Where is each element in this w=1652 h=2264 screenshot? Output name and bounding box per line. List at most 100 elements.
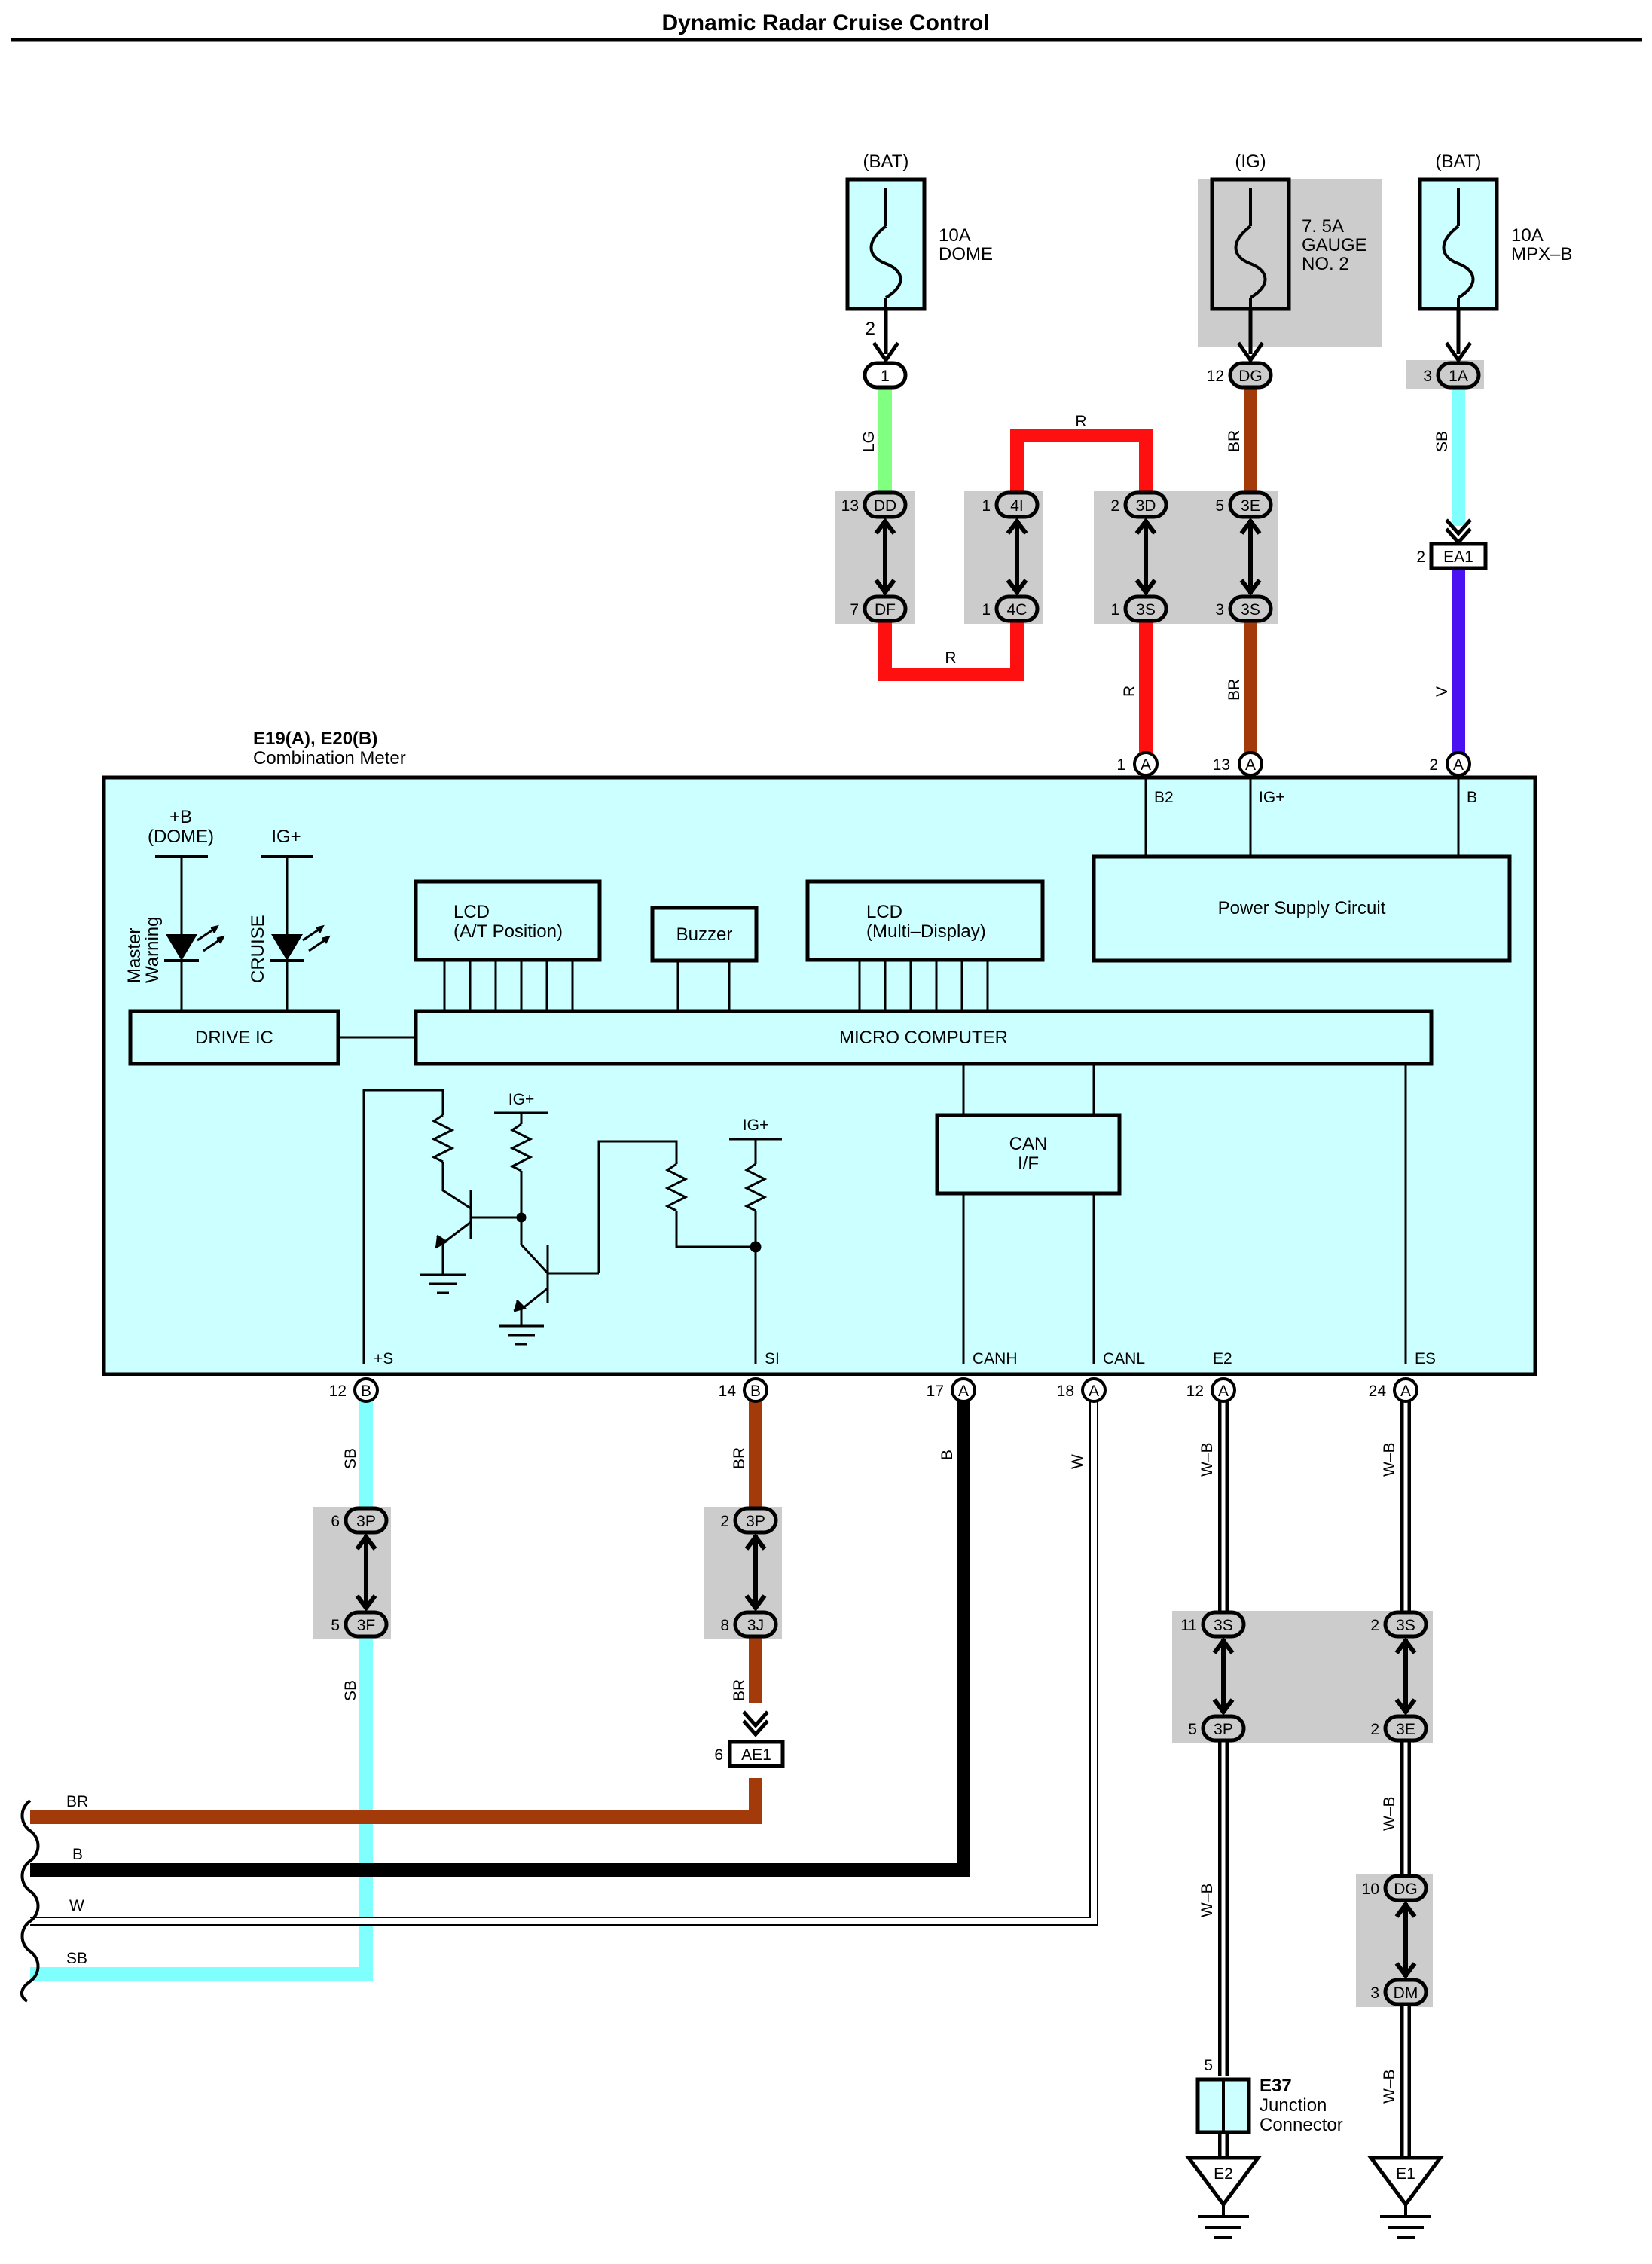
- fuse-mpxb-name: MPX–B: [1511, 244, 1572, 264]
- svg-text:DD: DD: [874, 497, 896, 515]
- svg-text:3E: 3E: [1396, 1721, 1415, 1738]
- lcd-md-label: LCD: [866, 902, 902, 922]
- svg-text:SB: SB: [66, 1950, 87, 1967]
- page-title: Dynamic Radar Cruise Control: [661, 11, 989, 35]
- svg-text:BR: BR: [1226, 679, 1243, 701]
- svg-text:Master: Master: [124, 928, 145, 983]
- svg-text:18: 18: [1057, 1383, 1074, 1400]
- svg-text:E2: E2: [1214, 2165, 1233, 2183]
- svg-text:A: A: [1089, 1383, 1099, 1400]
- connector-4c: 4C 1: [982, 594, 1040, 623]
- connector-3p-c: 3P 5: [1188, 1714, 1246, 1743]
- svg-text:W–B: W–B: [1381, 1442, 1398, 1477]
- svg-text:B: B: [1467, 789, 1477, 806]
- fuse-mpxb: (BAT) 10A MPX–B: [1418, 151, 1572, 364]
- fuse-dome-name: DOME: [939, 244, 993, 264]
- svg-text:3S: 3S: [1136, 601, 1156, 619]
- svg-text:E2: E2: [1213, 1350, 1232, 1367]
- junction-connector-e37: 5 E37 Junction Connector: [1195, 2057, 1343, 2135]
- svg-text:DM: DM: [1394, 1984, 1418, 2002]
- svg-text:3E: 3E: [1241, 497, 1260, 515]
- fuse-gauge-rating: 7. 5A: [1302, 216, 1344, 237]
- svg-text:+S: +S: [374, 1350, 393, 1367]
- led-cruise: IG+ CRUISE: [248, 826, 331, 1011]
- svg-text:E1: E1: [1396, 2165, 1415, 2183]
- svg-text:1: 1: [982, 601, 991, 619]
- svg-text:1A: 1A: [1449, 368, 1468, 385]
- fuse-gauge-name: GAUGE: [1302, 235, 1367, 255]
- svg-text:ES: ES: [1415, 1350, 1436, 1367]
- svg-text:A: A: [1141, 756, 1151, 774]
- svg-text:6: 6: [331, 1513, 340, 1530]
- lcd-md-sub: (Multi–Display): [866, 921, 986, 942]
- svg-text:A: A: [1453, 756, 1464, 774]
- connector-3e-top: 3E 5: [1215, 490, 1273, 519]
- svg-text:IG+: IG+: [743, 1117, 768, 1134]
- svg-text:3: 3: [1423, 368, 1432, 385]
- svg-text:W–B: W–B: [1199, 1883, 1216, 1917]
- lcd-at-label: LCD: [453, 902, 490, 922]
- svg-text:1: 1: [881, 368, 890, 385]
- svg-text:BR: BR: [731, 1447, 748, 1469]
- svg-text:R: R: [1075, 413, 1086, 430]
- svg-text:5: 5: [331, 1617, 340, 1634]
- svg-text:IG+: IG+: [1259, 789, 1284, 806]
- svg-text:13: 13: [1213, 756, 1230, 774]
- connector-3s-a: 3S 1: [1110, 594, 1168, 623]
- svg-text:CANL: CANL: [1103, 1350, 1145, 1367]
- svg-text:A: A: [1245, 756, 1256, 774]
- fuse-gauge-name2: NO. 2: [1302, 254, 1349, 274]
- fuse-dome-source: (BAT): [863, 151, 909, 172]
- svg-text:2: 2: [1370, 1617, 1379, 1634]
- svg-text:3F: 3F: [357, 1617, 376, 1634]
- connector-3s-d: 3S 2: [1370, 1610, 1428, 1639]
- svg-text:LG: LG: [860, 431, 878, 452]
- svg-text:3P: 3P: [1214, 1721, 1233, 1738]
- svg-text:DG: DG: [1394, 1881, 1418, 1898]
- svg-text:CRUISE: CRUISE: [248, 915, 268, 983]
- svg-text:B: B: [72, 1846, 83, 1863]
- svg-text:3P: 3P: [356, 1513, 376, 1530]
- svg-text:IG+: IG+: [508, 1091, 534, 1108]
- svg-text:W–B: W–B: [1199, 1442, 1216, 1477]
- connector-3d: 3D 2: [1110, 490, 1168, 519]
- connector-3p-a: 3P 6: [331, 1506, 389, 1535]
- svg-text:8: 8: [720, 1617, 729, 1634]
- svg-text:(DOME): (DOME): [148, 826, 214, 847]
- buzzer: Buzzer: [676, 924, 733, 945]
- fuse-gauge-source: (IG): [1235, 151, 1266, 172]
- svg-text:W–B: W–B: [1381, 2069, 1398, 2104]
- connector-3s-b: 3S 3: [1215, 594, 1273, 623]
- svg-text:AE1: AE1: [741, 1746, 771, 1764]
- connector-dm: DM 3: [1370, 1978, 1428, 2006]
- svg-text:2: 2: [1416, 548, 1425, 566]
- connector-3e-b: 3E 2: [1370, 1714, 1428, 1743]
- power-supply-circuit: Power Supply Circuit: [1218, 898, 1386, 918]
- svg-text:W: W: [1069, 1454, 1086, 1469]
- connector-df: DF 7: [850, 594, 908, 623]
- svg-text:1: 1: [1110, 601, 1119, 619]
- meter-id: E19(A), E20(B): [253, 729, 377, 749]
- bus-labels: BR B W SB: [66, 1793, 88, 1967]
- svg-text:14: 14: [719, 1383, 737, 1400]
- svg-text:W–B: W–B: [1381, 1796, 1398, 1831]
- connector-4i: 4I 1: [982, 490, 1040, 519]
- svg-text:+B: +B: [169, 807, 192, 827]
- svg-text:A: A: [1400, 1383, 1411, 1400]
- svg-text:4C: 4C: [1007, 601, 1028, 619]
- svg-text:5: 5: [1188, 1721, 1197, 1738]
- connector-3j: 3J 8: [720, 1610, 778, 1639]
- svg-text:3S: 3S: [1241, 601, 1260, 619]
- svg-text:SB: SB: [342, 1680, 359, 1701]
- svg-text:V: V: [1434, 686, 1451, 697]
- svg-text:SB: SB: [1434, 431, 1451, 452]
- svg-text:24: 24: [1369, 1383, 1387, 1400]
- meter-top-pins: A 1 B2 A 13 IG+ A 2 B: [1116, 751, 1477, 806]
- connector-3p-b: 3P 2: [720, 1506, 778, 1535]
- svg-text:12: 12: [329, 1383, 347, 1400]
- svg-text:3P: 3P: [746, 1513, 765, 1530]
- connector-3s-c: 3S 11: [1180, 1610, 1246, 1639]
- svg-text:5: 5: [1204, 2057, 1213, 2074]
- svg-text:11: 11: [1180, 1617, 1197, 1634]
